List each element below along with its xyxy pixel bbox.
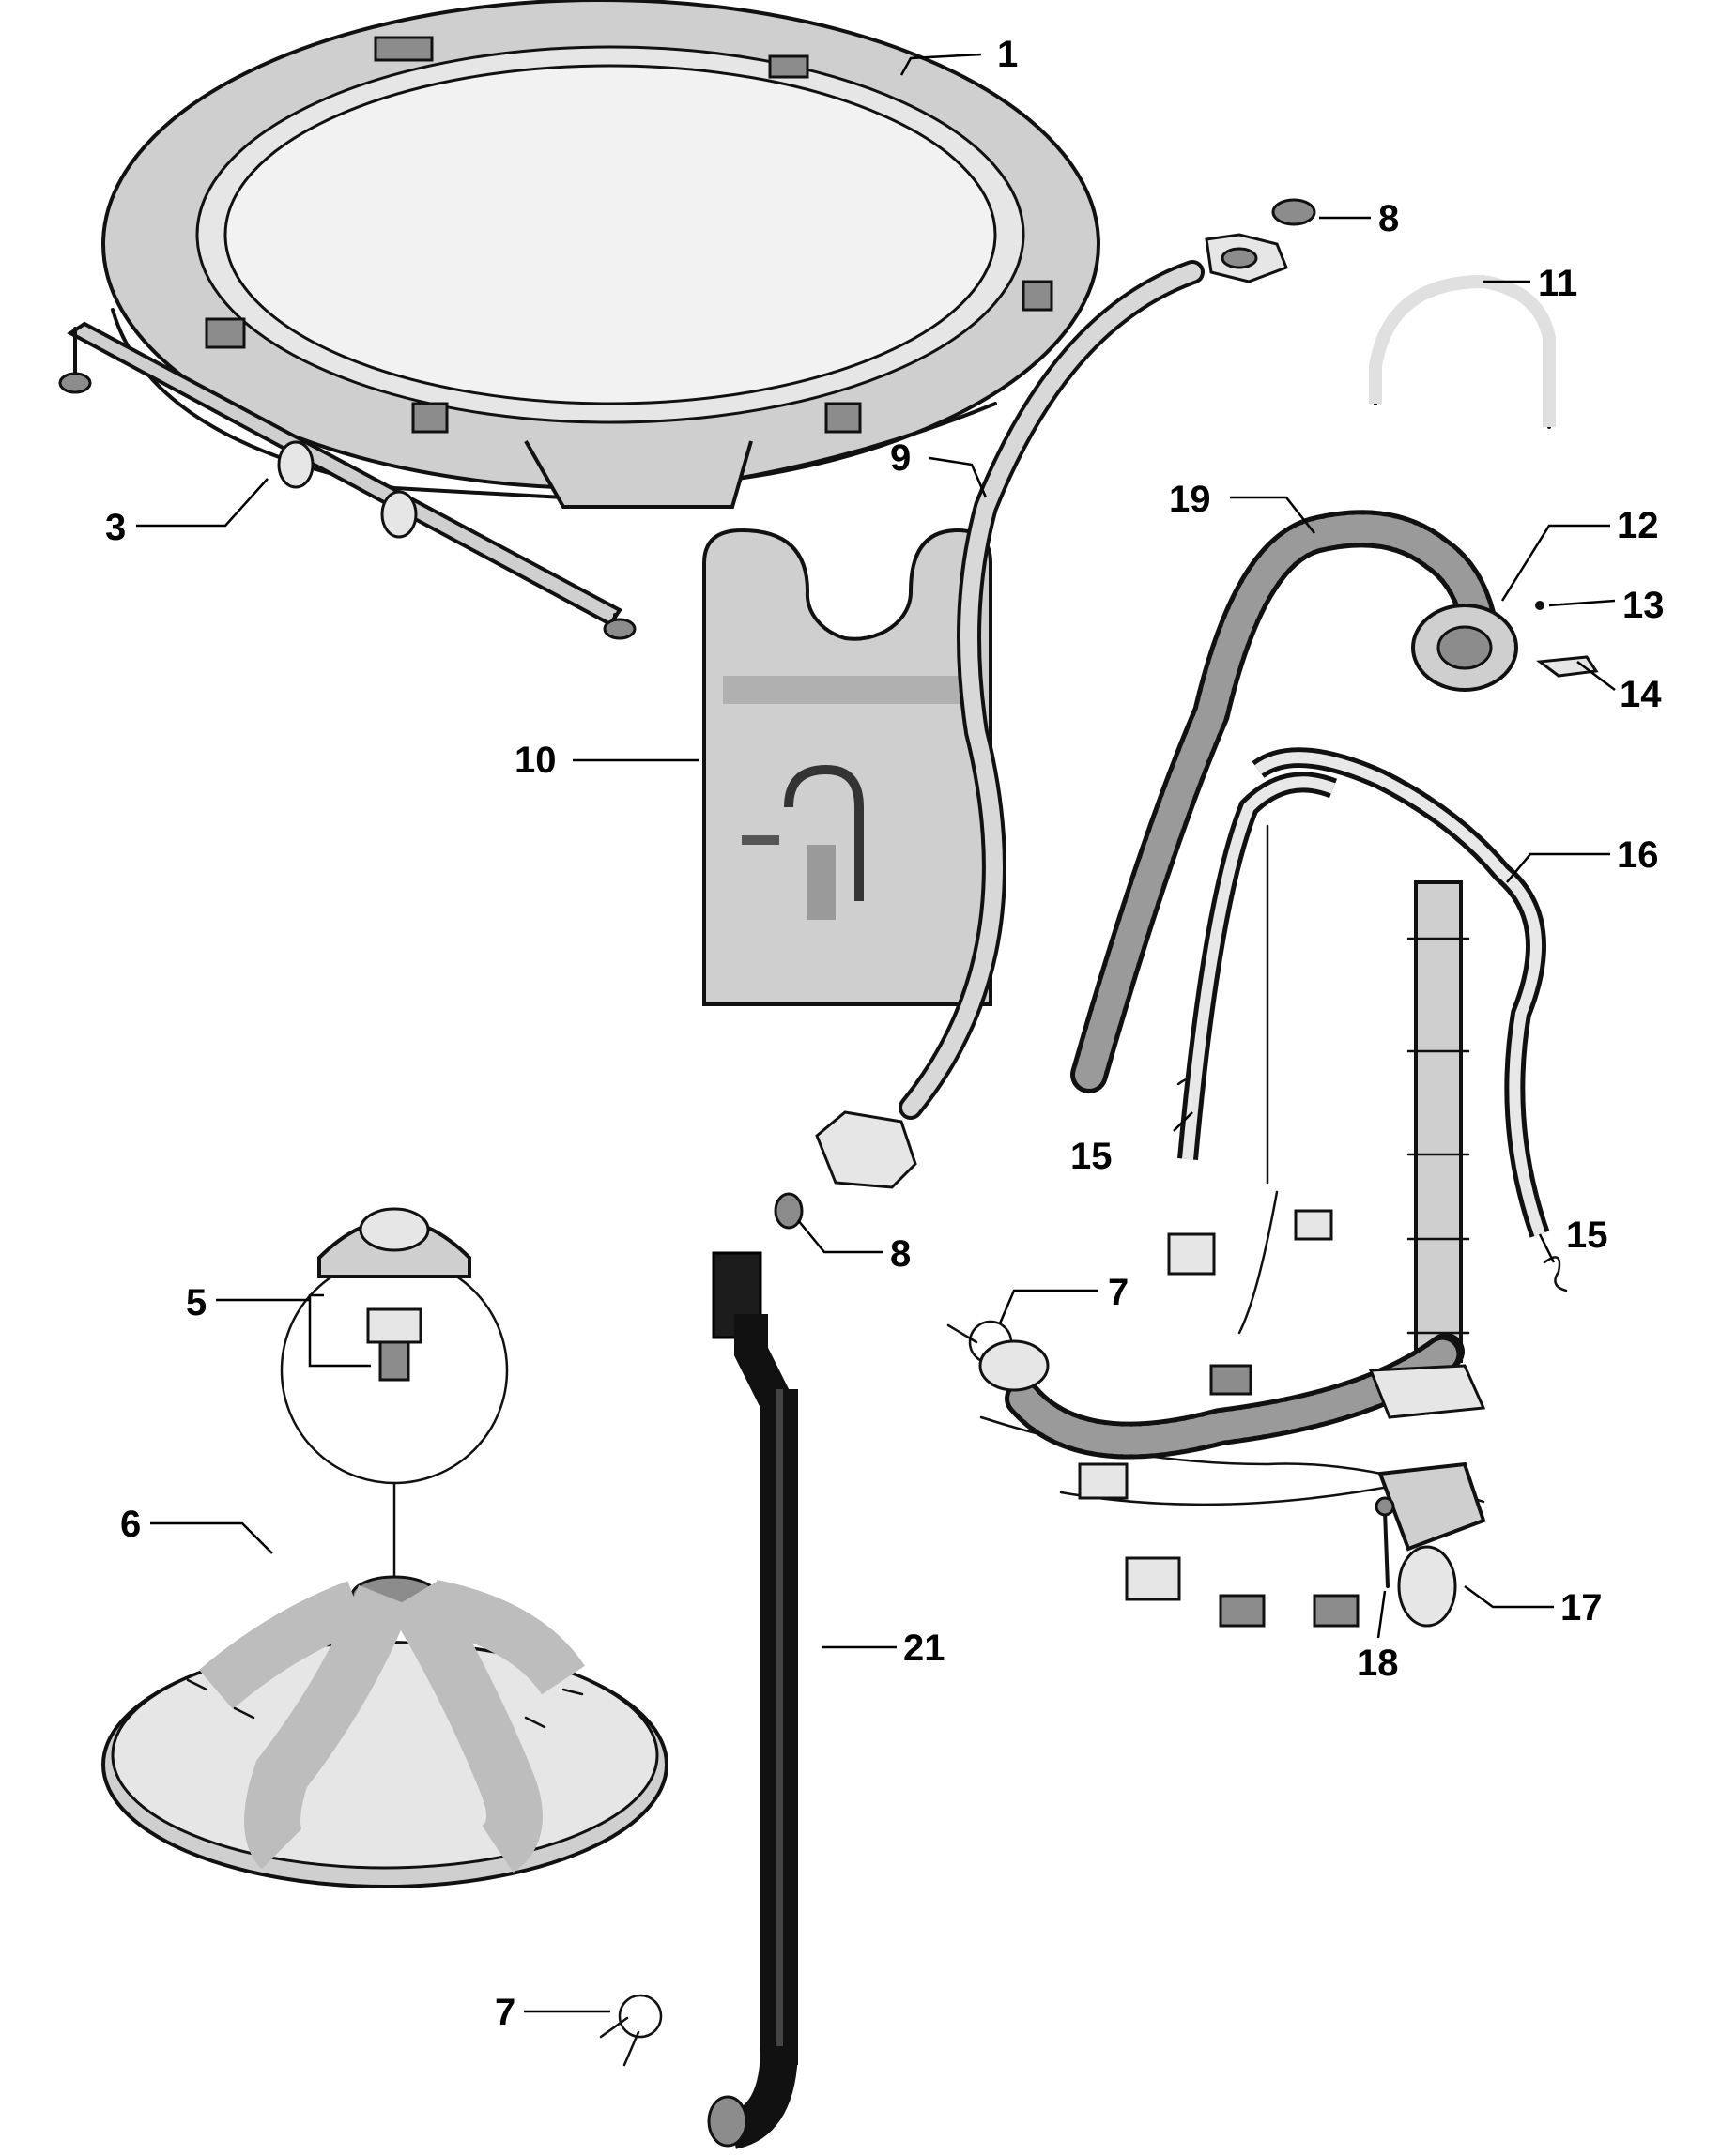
callout-16: 16 xyxy=(1617,834,1659,876)
pump-column-part xyxy=(978,880,1486,1628)
drain-hose-part xyxy=(1070,510,1502,1093)
callout-21: 21 xyxy=(903,1628,945,1669)
callout-8-bottom: 8 xyxy=(890,1233,912,1275)
clip-part xyxy=(1536,655,1599,678)
callout-3: 3 xyxy=(105,507,127,548)
callout-19: 19 xyxy=(1169,479,1211,520)
callout-5: 5 xyxy=(186,1282,207,1323)
standpipe-part xyxy=(707,1251,798,2149)
callout-17: 17 xyxy=(1560,1587,1603,1628)
hose-clamp-part-bottom xyxy=(599,1994,663,2067)
callout-18: 18 xyxy=(1357,1643,1399,1684)
screw-part xyxy=(1535,601,1544,610)
washer-part-top xyxy=(1271,198,1316,226)
leader-lines xyxy=(136,53,1616,2013)
washer-part-bottom xyxy=(774,1192,804,1230)
callout-6: 6 xyxy=(120,1504,142,1545)
coupler-part xyxy=(1411,604,1518,692)
callout-8-top: 8 xyxy=(1378,198,1400,239)
cap-assembly-part xyxy=(280,1207,509,1579)
callout-10: 10 xyxy=(515,740,557,781)
callout-7-bottom: 7 xyxy=(495,1992,516,2033)
callout-1: 1 xyxy=(997,34,1019,75)
installation-card-part xyxy=(702,528,992,1006)
callout-15-right: 15 xyxy=(1566,1215,1608,1256)
spanner-bar-part xyxy=(58,321,637,640)
callout-7-middle: 7 xyxy=(1108,1272,1129,1313)
tub-ring-part xyxy=(101,0,1100,509)
spring-clip-part-b xyxy=(1543,1256,1568,1292)
wire-harness-part xyxy=(979,747,1550,1628)
impeller-part xyxy=(101,1575,668,1888)
callout-11: 11 xyxy=(1538,263,1578,304)
callout-9: 9 xyxy=(890,437,912,479)
callout-14: 14 xyxy=(1620,674,1662,715)
callout-15-left: 15 xyxy=(1070,1136,1113,1177)
fill-hose-part xyxy=(815,233,1288,1189)
callout-12: 12 xyxy=(1617,505,1659,546)
callout-13: 13 xyxy=(1622,585,1665,626)
